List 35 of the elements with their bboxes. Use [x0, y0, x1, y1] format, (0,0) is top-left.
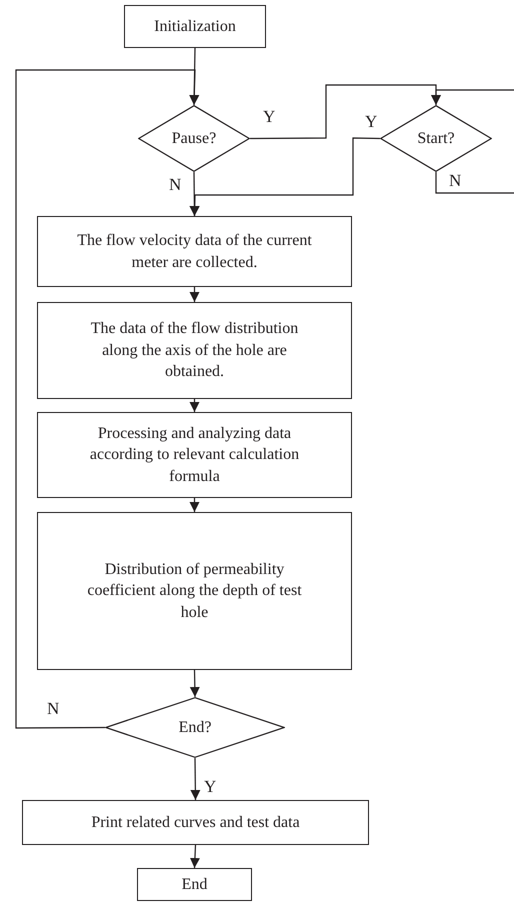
node-text: Print related curves and test data — [91, 812, 300, 833]
process-box — [124, 5, 266, 48]
arrow — [431, 89, 514, 105]
node-text: The data of the flow distribution along the axis of the hole are obtained. — [90, 319, 300, 382]
node-text: Processing and analyzing data according to relevant calculation formula — [88, 424, 300, 487]
node-text: End — [182, 874, 208, 895]
arrow — [15, 69, 200, 729]
node-text: Start? — [417, 128, 455, 149]
node-text: Initialization — [154, 16, 236, 37]
process-box — [22, 800, 369, 845]
node-text: Pause? — [172, 128, 216, 149]
edge-label: N — [46, 700, 60, 717]
edge-label: Y — [203, 778, 218, 795]
decision-diamond — [105, 697, 285, 758]
node-text: End? — [178, 718, 212, 738]
process-box — [37, 302, 352, 399]
arrow — [190, 758, 200, 800]
decision-diamond — [138, 105, 250, 172]
arrow — [190, 498, 200, 512]
node-text: Distribution of permeability coefficient along the depth of test hole — [86, 560, 303, 623]
process-box — [37, 216, 352, 287]
arrow — [190, 399, 200, 412]
process-box — [37, 512, 352, 670]
process-box — [37, 412, 352, 498]
arrow — [190, 670, 200, 698]
edge-label: Y — [262, 108, 276, 125]
arrow — [190, 844, 200, 868]
decision-diamond — [380, 105, 492, 172]
edge-label: N — [448, 172, 462, 189]
node-text: The flow velocity data of the current meter are collected. — [76, 230, 313, 272]
arrow — [190, 287, 200, 302]
process-box — [137, 868, 252, 901]
arrow — [189, 172, 200, 216]
edge-label: Y — [364, 113, 378, 130]
edge-label: N — [168, 176, 182, 193]
